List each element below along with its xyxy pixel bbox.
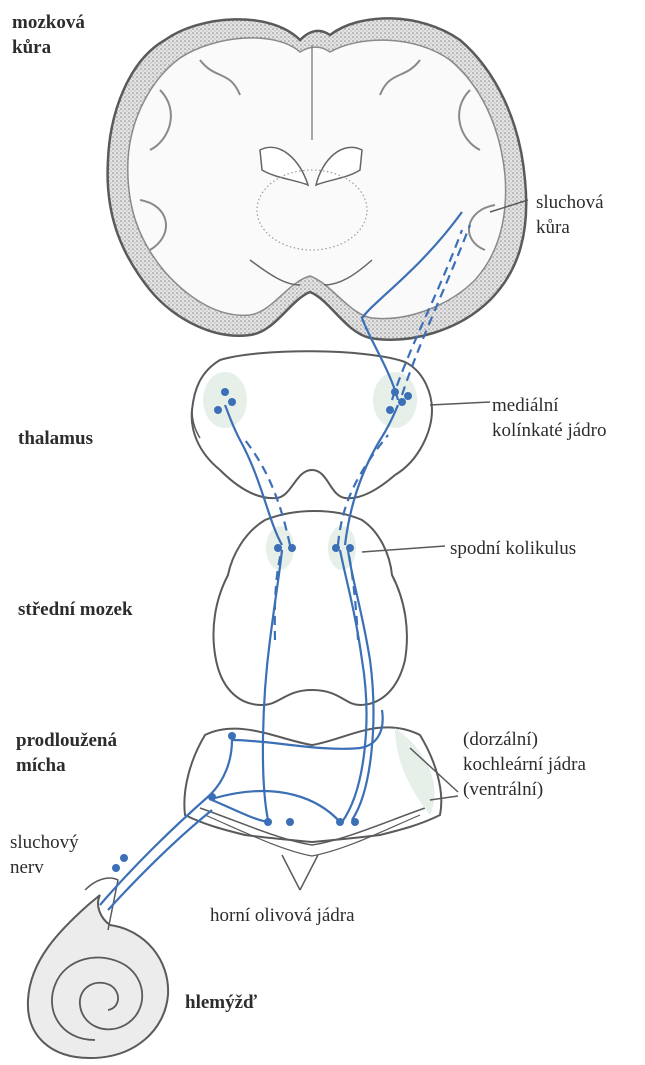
label-inferior-colliculus: spodní kolikulus — [450, 536, 576, 561]
thalamus-section — [192, 351, 432, 498]
cochlea-drawing — [28, 878, 168, 1058]
midbrain-section — [213, 511, 406, 705]
label-cochlea: hlemýžď — [185, 990, 257, 1015]
label-cochlear-nuclei: (dorzální)kochleární jádra(ventrální) — [463, 727, 586, 802]
label-midbrain: střední mozek — [18, 597, 133, 622]
label-superior-olive: horní olivová jádra — [210, 903, 355, 928]
brain-coronal-section — [108, 18, 527, 339]
label-thalamus: thalamus — [18, 426, 93, 451]
